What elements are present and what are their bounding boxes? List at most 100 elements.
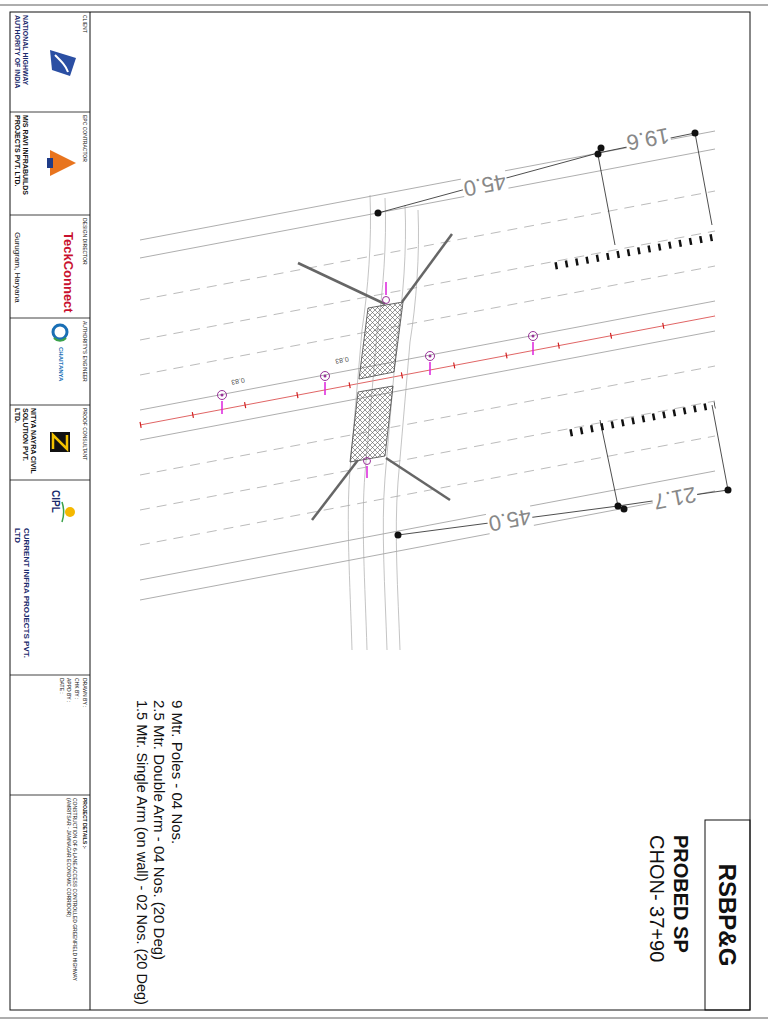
poles	[218, 282, 538, 478]
chaitanya-logo	[53, 325, 67, 339]
cell-divider	[10, 405, 90, 406]
arm-symbol	[429, 362, 431, 375]
hatched-structure	[350, 386, 393, 462]
lane-line	[140, 191, 715, 300]
dimension: 45.0	[486, 503, 535, 536]
offset-dimension: 0.83	[334, 355, 351, 366]
cell-heading: PROOF CONSULTANT	[81, 408, 87, 477]
dimension-dot	[692, 130, 699, 137]
quantity-note: 1.5 Mtr. Single Arm (on wall) - 02 Nos. …	[133, 700, 150, 1005]
cell-heading: AUTHORITY'S ENGINEER	[81, 321, 87, 402]
wall-light-symbol	[383, 297, 390, 304]
dimension-dot	[598, 145, 605, 152]
nhai-logo	[50, 50, 76, 76]
cell-divider	[10, 795, 90, 796]
extension-line	[695, 133, 712, 225]
center-ticks	[140, 316, 715, 425]
page-edge	[0, 1018, 768, 1019]
title-box: RSBP&G	[705, 820, 750, 1010]
lane-markings	[140, 191, 715, 545]
client-cell: CLIENT NATIONAL HIGHWAY AUTHORITY OF INDI…	[10, 12, 90, 112]
signature-field: DATE :	[58, 678, 64, 792]
wing-wall	[298, 263, 385, 304]
lane-line	[140, 401, 715, 510]
nitya-logo	[50, 432, 70, 452]
pole-symbol	[321, 372, 330, 381]
wall-light-symbol	[364, 458, 371, 465]
road-edge	[140, 491, 715, 600]
project-cell: PROJECT DETAILS :-CONSTRUCTION OF 6-LANE…	[10, 795, 90, 1010]
wing-wall	[386, 458, 450, 500]
dimension-dot	[615, 503, 622, 510]
sheet-frame	[10, 12, 750, 1010]
dimension-dot	[375, 210, 382, 217]
chaitanya-logo-arc	[54, 338, 66, 341]
logo-text: TeckConnect	[60, 218, 75, 315]
ravi-logo	[50, 150, 76, 176]
nitya-logo-n	[53, 435, 67, 449]
quantity-note: 9 Mtr. Poles - 04 Nos.	[169, 700, 186, 844]
arm-symbol	[221, 401, 223, 414]
wing-walls	[298, 234, 452, 520]
dimension: 19.6	[624, 122, 673, 155]
hatch-bars	[570, 405, 715, 433]
company-name: M/S RAVI INFRABUILDS PROJECTS PVT. LTD.	[13, 115, 29, 212]
signature-field: CHK BY :	[74, 678, 80, 792]
road-edges	[140, 131, 715, 600]
extension-line	[598, 155, 615, 245]
road-edge	[140, 149, 715, 258]
dimension-dot	[621, 506, 628, 513]
lane-line	[140, 231, 715, 340]
crossing-edge	[396, 210, 418, 650]
dimension: 45.0	[461, 168, 510, 201]
nhai-logo-swoosh	[55, 55, 68, 72]
page-edge	[0, 5, 768, 6]
wing-wall	[312, 460, 358, 520]
lane-line	[140, 366, 715, 475]
signature-field: APPD BY :	[66, 678, 72, 792]
extension-line	[712, 405, 728, 490]
cell-heading: DESIGN DIRECTOR	[81, 218, 87, 315]
cell-heading: CLIENT	[81, 15, 87, 109]
wing-wall	[402, 234, 452, 302]
drawing-subtitle: PROBED SP	[669, 835, 692, 953]
pole-symbol	[429, 355, 432, 358]
authority-name: NATIONAL HIGHWAY AUTHORITY OF INDIA	[13, 15, 29, 109]
designer-cell: DESIGN DIRECTOR TeckConnect Gurugram, Hary…	[10, 215, 90, 318]
cipl-logo-swoosh	[62, 502, 64, 522]
extension-line	[600, 420, 618, 506]
dimension-dot	[595, 151, 602, 158]
address: Gurugram, Haryana	[13, 218, 22, 315]
cell-divider	[10, 675, 90, 676]
pole-symbol	[324, 375, 327, 378]
pole-symbol	[218, 391, 227, 400]
ravi-logo-bar	[47, 158, 53, 168]
center-line	[140, 316, 715, 425]
engineer-cell: AUTHORITY'S ENGINEER CHAITANYA	[10, 318, 90, 405]
title-block-edge	[90, 12, 91, 1010]
lane-line	[140, 266, 715, 375]
signature-cell: DRAWN BY :CHK BY :APPD BY :DATE :	[10, 675, 90, 795]
cell-heading: PROJECT DETAILS :-	[81, 798, 87, 1007]
company-name: NITYA NAYRA CIVIL SOLUTION PVT. LTD.	[13, 408, 37, 477]
cell-divider	[10, 480, 90, 481]
company-name: CHAITANYA	[57, 321, 64, 402]
company-name: CURRENT INFRA PROJECTS PVT. LTD	[13, 483, 31, 672]
road-edge	[140, 471, 715, 580]
pole-symbol	[529, 332, 538, 341]
pole-symbol	[532, 335, 535, 338]
cell-divider	[10, 318, 90, 319]
hatch-bars	[555, 237, 715, 266]
dimension-lines	[378, 133, 728, 535]
consultant-cell: PROOF CONSULTANT NITYA NAYRA CIVIL SOLUTI…	[10, 405, 90, 480]
crossing-road	[348, 195, 418, 650]
arm-symbol	[366, 466, 368, 478]
pole-symbol	[221, 394, 224, 397]
arm-symbol	[324, 382, 326, 395]
cell-divider	[10, 112, 90, 113]
quantity-note: 2.5 Mtr. Double Arm - 04 Nos. (20 Deg)	[151, 700, 168, 960]
dimension-dot	[395, 532, 402, 539]
dimension-dot	[725, 487, 732, 494]
